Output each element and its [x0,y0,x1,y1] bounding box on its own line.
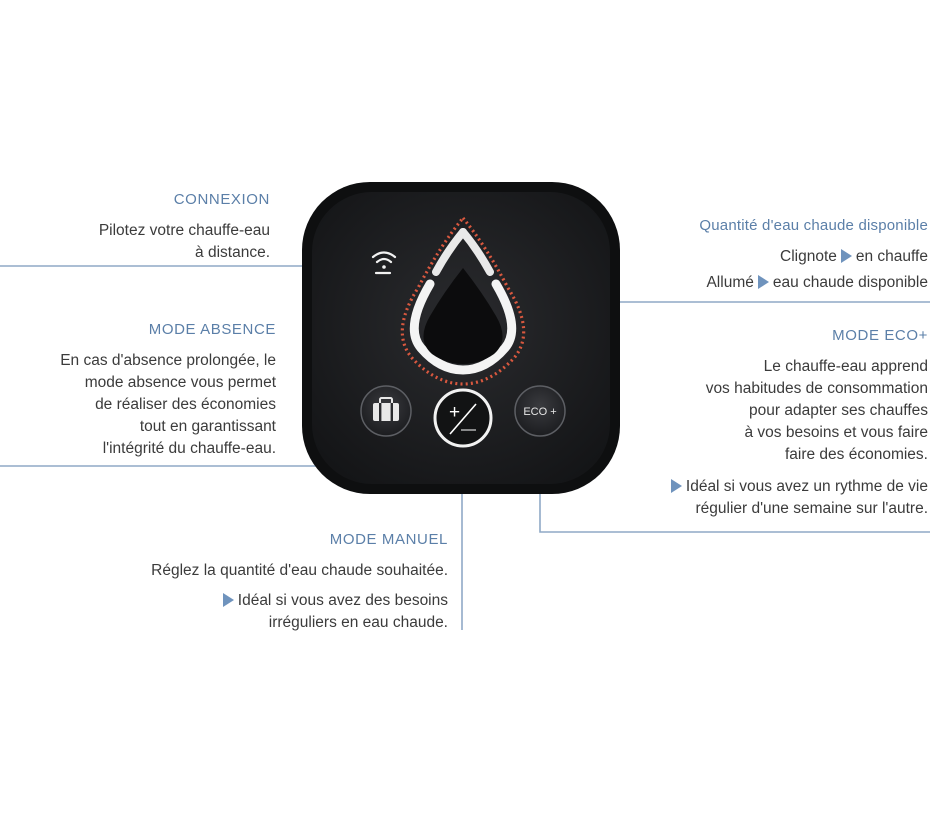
eco-tip-text-1: Idéal si vous avez un rythme de vie [685,478,928,495]
absence-line-5: l'intégrité du chauffe-eau. [102,440,276,457]
connexion-block: CONNEXION Pilotez votre chauffe-eau à di… [99,190,270,264]
connexion-title: CONNEXION [173,191,270,208]
manuel-tip-line-2: irréguliers en eau chaude. [268,614,448,631]
heating-ring [400,215,526,386]
suitcase-icon [373,397,399,421]
drop-core [423,268,503,364]
eco-tip-line-1: Idéal si vous avez un rythme de vie [667,476,928,498]
plus-minus-icon: + — [449,402,477,438]
absence-line-3: de réaliser des économies [95,396,276,413]
eco-plus-button[interactable]: ECO + [514,385,566,437]
eco-line-2: vos habitudes de consommation [705,380,928,397]
triangle-icon [757,275,769,289]
level-segment-top-left [432,228,467,276]
plus-sign: + [449,402,460,423]
absence-line-2: mode absence vous permet [84,374,276,391]
triangle-icon [670,479,682,493]
minus-sign: — [461,421,476,438]
eco-line-5: faire des économies. [784,446,928,463]
quantite-on-label: Allumé [706,274,754,291]
quantite-title: Quantité d'eau chaude disponible [699,217,928,234]
manuel-tip-text-1: Idéal si vous avez des besoins [237,592,448,609]
eco-line-4: à vos besoins et vous faire [744,424,928,441]
water-drop-icon[interactable] [400,215,526,386]
absence-line-4: tout en garantissant [139,418,276,435]
quantite-on-state: eau chaude disponible [772,274,928,291]
eco-block: MODE ECO+ Le chauffe-eau apprend vos hab… [667,326,928,520]
quantite-blink-state: en chauffe [855,248,928,265]
connexion-line-2: à distance. [195,244,270,261]
eco-title: MODE ECO+ [832,327,928,344]
eco-tip-line-2: régulier d'une semaine sur l'autre. [695,500,928,517]
absence-button[interactable] [360,385,412,437]
absence-title: MODE ABSENCE [148,321,276,338]
absence-line-1: En cas d'absence prolongée, le [60,352,276,369]
eco-line-3: pour adapter ses chauffes [749,402,928,419]
quantite-block: Quantité d'eau chaude disponible Clignot… [699,216,928,294]
manuel-tip-line-1: Idéal si vous avez des besoins [151,590,448,612]
level-segment-bottom [409,279,517,375]
eco-button-label: ECO + [523,406,556,418]
manual-plus-minus-button[interactable]: + — [433,388,493,448]
triangle-icon [222,593,234,607]
manuel-title: MODE MANUEL [329,531,448,548]
connexion-line-1: Pilotez votre chauffe-eau [98,222,270,239]
manuel-line: Réglez la quantité d'eau chaude souhaité… [151,562,448,579]
control-panel: + — ECO + [302,182,620,494]
eco-line-1: Le chauffe-eau apprend [763,358,928,375]
quantite-blink-label: Clignote [780,248,837,265]
quantite-blink-row: Clignote en chauffe [699,246,928,268]
triangle-icon [840,249,852,263]
wifi-icon[interactable] [371,251,397,275]
quantite-on-row: Allumé eau chaude disponible [699,272,928,294]
manuel-block: MODE MANUEL Réglez la quantité d'eau cha… [151,530,448,634]
absence-block: MODE ABSENCE En cas d'absence prolongée,… [60,320,276,460]
